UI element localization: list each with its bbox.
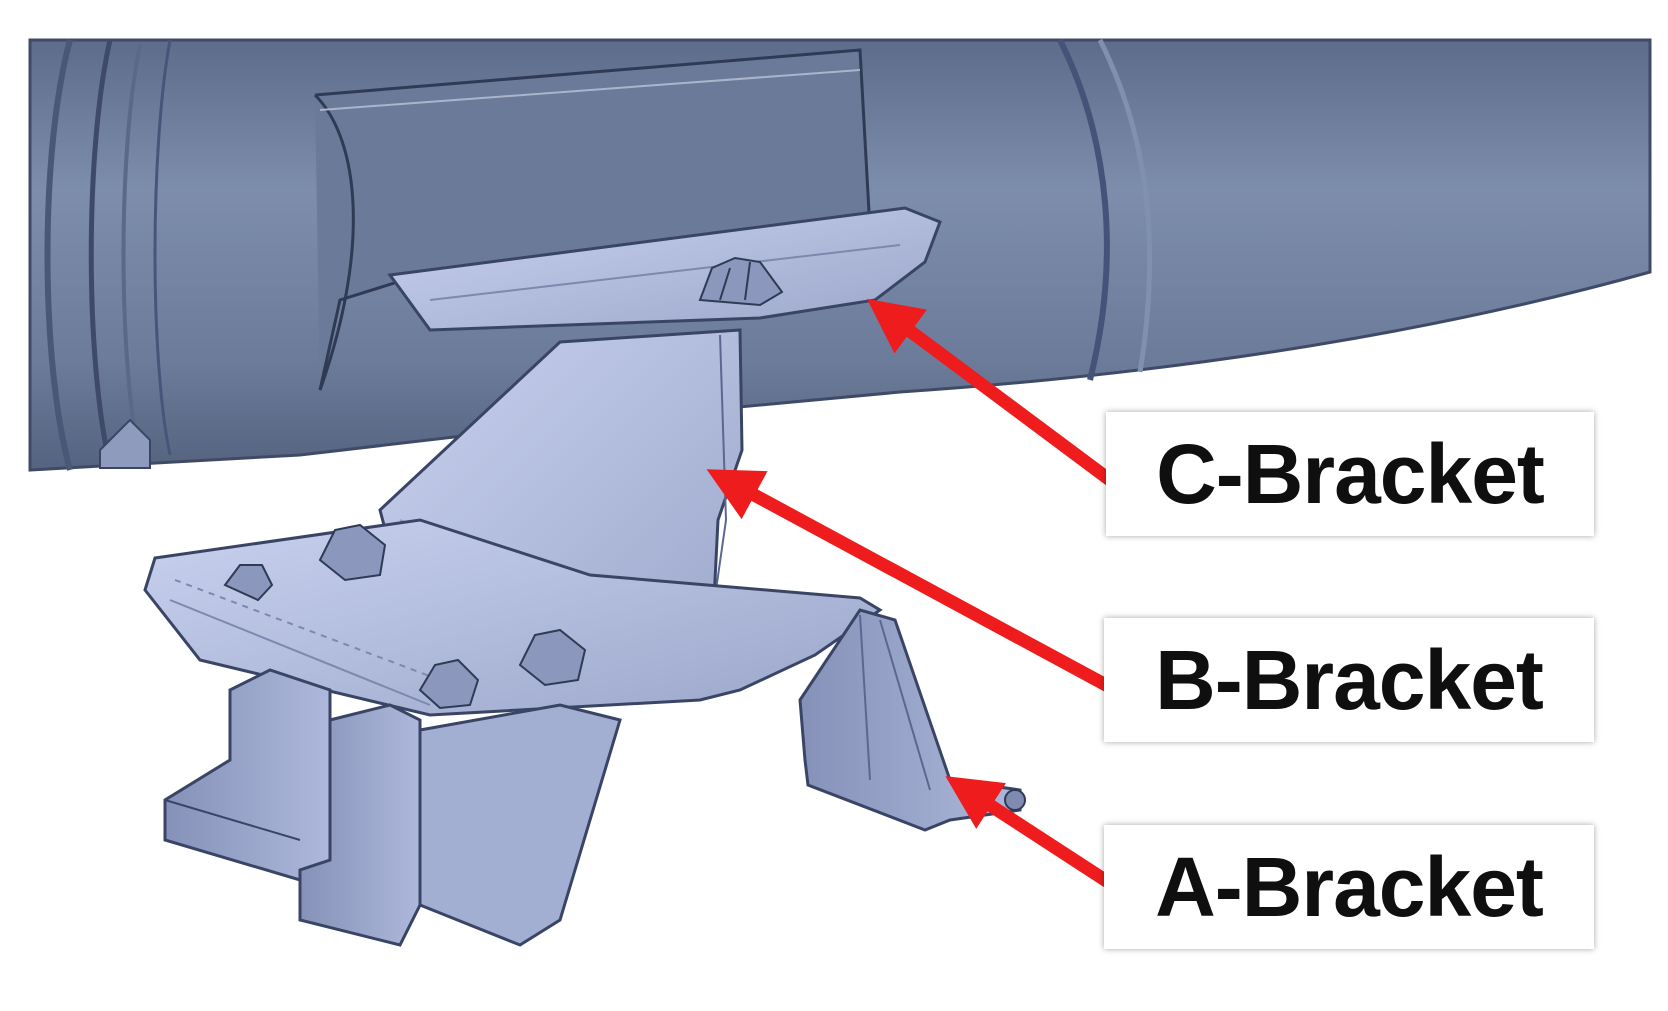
b-bracket-arrow xyxy=(706,469,1137,705)
c-bracket-arrow xyxy=(866,298,1137,502)
arrows xyxy=(706,298,1137,902)
a-bracket-arrow xyxy=(945,776,1135,902)
c-bracket-label-text: C-Bracket xyxy=(1156,426,1545,521)
b-bracket-label: B-Bracket xyxy=(1104,618,1594,742)
a-bracket-label-text: A-Bracket xyxy=(1155,839,1544,934)
b-bracket-label-text: B-Bracket xyxy=(1155,632,1544,727)
c-bracket-label: C-Bracket xyxy=(1106,412,1594,536)
a-bracket-part xyxy=(143,518,1026,947)
c-bracket-part xyxy=(387,206,942,332)
a-bracket-label: A-Bracket xyxy=(1104,825,1594,949)
